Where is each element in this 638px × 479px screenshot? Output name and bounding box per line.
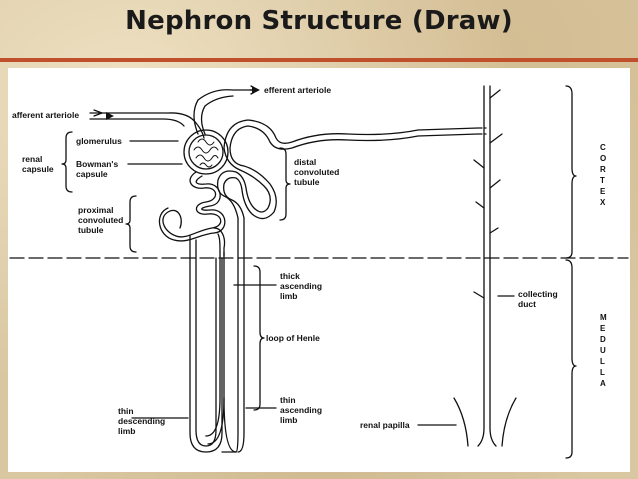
- afferent-arteriole: [89, 109, 205, 139]
- nephron-diagram: afferent arteriole efferent arteriole gl…: [9, 85, 629, 459]
- svg-text:L: L: [600, 368, 605, 377]
- renal-capsule-brace: [61, 131, 73, 193]
- label-capsule: capsule: [22, 164, 54, 174]
- svg-text:L: L: [600, 357, 605, 366]
- svg-text:T: T: [600, 176, 605, 185]
- label-duct: duct: [518, 299, 536, 309]
- loop-of-henle: [205, 251, 237, 453]
- label-distal: distal: [294, 157, 316, 167]
- label-loop-of-henle: loop of Henle: [266, 333, 320, 343]
- label-efferent-arteriole: efferent arteriole: [264, 85, 331, 95]
- svg-text:X: X: [600, 198, 606, 207]
- svg-text:E: E: [600, 324, 606, 333]
- thick-ascending-limb: [235, 217, 245, 453]
- distal-convoluted-tubule: [216, 169, 271, 219]
- label-thick-limb: limb: [280, 291, 297, 301]
- thin-descending-limb: [189, 235, 223, 453]
- slide-title: Nephron Structure (Draw): [125, 6, 513, 36]
- label-bowmans-capsule: capsule: [76, 169, 108, 179]
- medulla-brace: [565, 259, 577, 459]
- label-thin-ascending-1: thin: [280, 395, 296, 405]
- svg-text:E: E: [600, 187, 606, 196]
- label-pct-tubule: tubule: [78, 225, 104, 235]
- title-underline: [0, 58, 638, 62]
- dct-brace: [279, 147, 291, 221]
- label-collecting: collecting: [518, 289, 558, 299]
- pct-brace: [125, 195, 137, 253]
- cortex-brace: [565, 85, 577, 259]
- label-pct-convoluted: convoluted: [78, 215, 123, 225]
- svg-text:M: M: [600, 313, 607, 322]
- svg-text:O: O: [600, 154, 606, 163]
- label-renal-papilla: renal papilla: [360, 420, 410, 430]
- label-dct-convoluted: convoluted: [294, 167, 339, 177]
- arrowheads: [106, 86, 260, 120]
- svg-text:U: U: [600, 346, 606, 355]
- label-thick: thick: [280, 271, 300, 281]
- svg-text:D: D: [600, 335, 606, 344]
- bowmans-capsule-inner: [188, 134, 224, 170]
- cortex-label: C O R T E X: [600, 143, 606, 207]
- renal-papilla: [453, 397, 517, 447]
- bowmans-capsule-outer: [183, 129, 229, 175]
- efferent-arteriole: [193, 85, 259, 135]
- label-bowmans: Bowman's: [76, 159, 118, 169]
- label-thin-descending-1: thin: [118, 406, 134, 416]
- label-thick-ascending: ascending: [280, 281, 322, 291]
- label-thin-ascending-3: limb: [280, 415, 297, 425]
- loop-brace: [253, 265, 265, 411]
- glomerulus-tuft: [193, 138, 219, 168]
- svg-text:C: C: [600, 143, 606, 152]
- proximal-convoluted-tubule: [158, 171, 226, 242]
- label-glomerulus: glomerulus: [76, 136, 122, 146]
- label-thin-ascending-2: ascending: [280, 405, 322, 415]
- medulla-label: M E D U L L A: [600, 313, 607, 388]
- svg-text:A: A: [600, 379, 606, 388]
- label-thin-descending-2: descending: [118, 416, 165, 426]
- pct-connector: [213, 227, 226, 257]
- label-renal: renal: [22, 154, 42, 164]
- svg-text:R: R: [600, 165, 606, 174]
- collecting-duct: [473, 85, 503, 447]
- label-thin-descending-3: limb: [118, 426, 135, 436]
- label-dct-tubule: tubule: [294, 177, 320, 187]
- label-afferent-arteriole: afferent arteriole: [12, 110, 79, 120]
- label-proximal: proximal: [78, 205, 113, 215]
